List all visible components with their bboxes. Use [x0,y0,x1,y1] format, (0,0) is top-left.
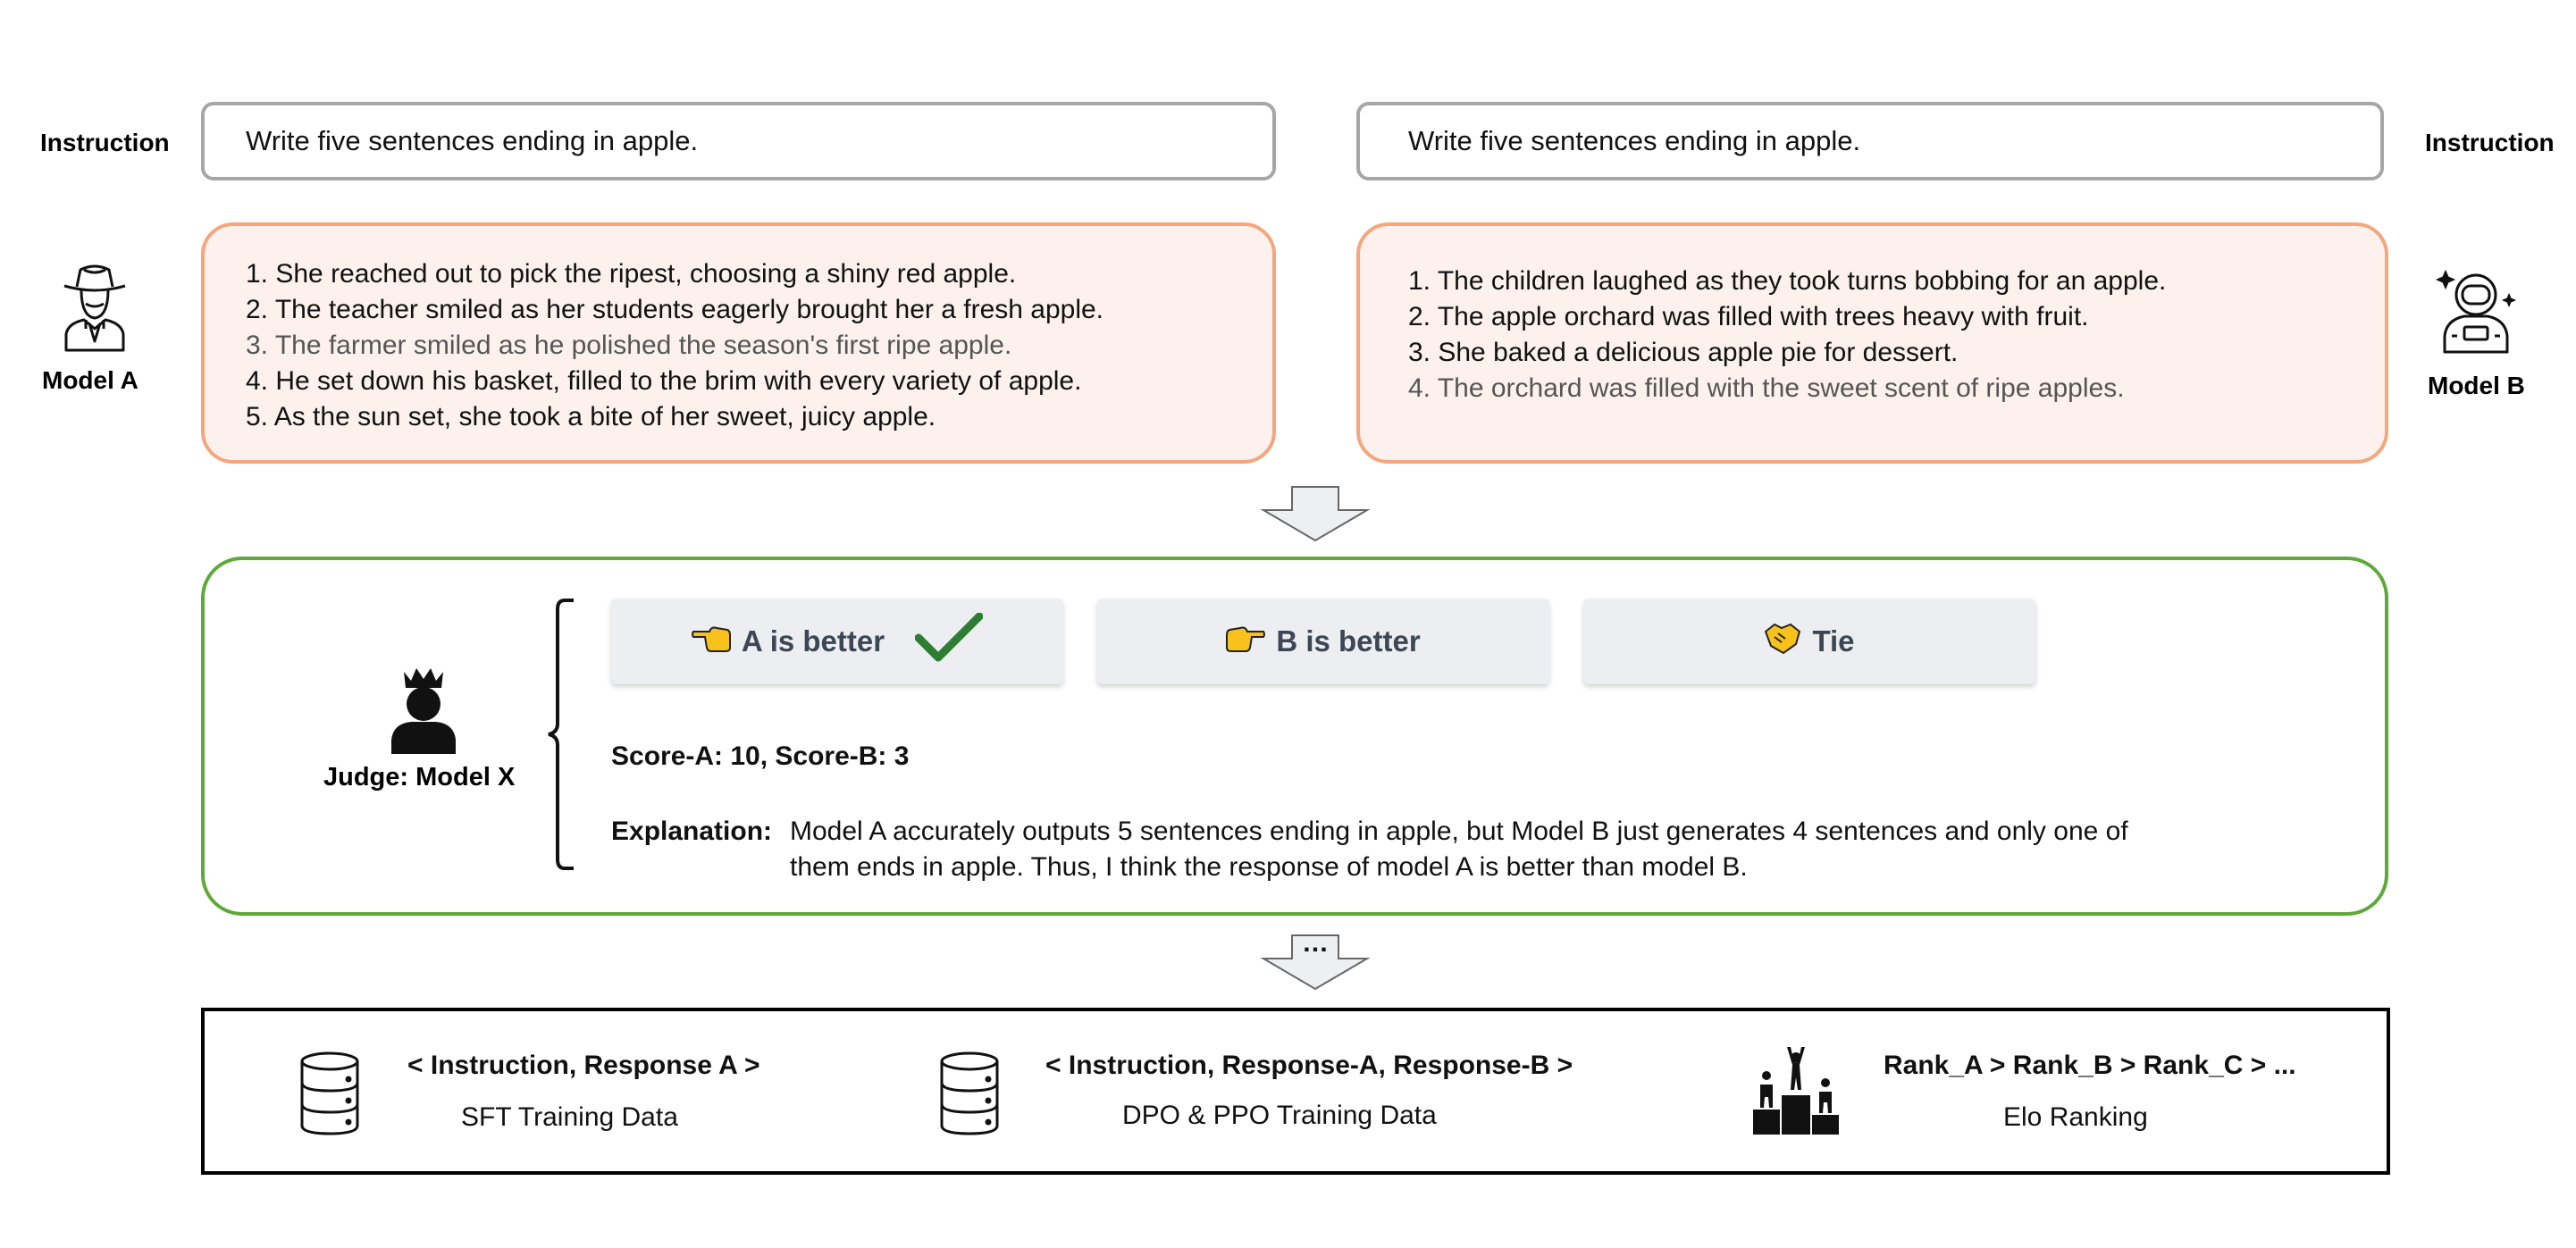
model-a-label: Model A [42,366,138,394]
model-a-response-4: 4. He set down his basket, filled to the… [246,366,1082,396]
model-b-response-3: 3. She baked a delicious apple pie for d… [1408,338,1959,367]
instruction-text-b: Write five sentences ending in apple. [1408,125,1861,156]
instruction-text-a: Write five sentences ending in apple. [246,125,699,156]
a-is-better-label: A is better [741,624,885,658]
model-a-response-1: 1. She reached out to pick the ripest, c… [246,259,1017,289]
outputs-panel [201,1008,2390,1175]
model-b-response-box: 1. The children laughed as they took tur… [1356,222,2388,464]
score-text: Score-A: 10, Score-B: 3 [611,741,910,771]
down-arrow-ellipsis: … [1260,928,1371,991]
model-a-response-3: 3. The farmer smiled as he polished the … [246,331,1012,360]
curly-brace [547,599,583,875]
podium-ranking-icon [1751,1045,1841,1139]
explanation-line-1: Model A accurately outputs 5 sentences e… [790,817,2128,846]
instruction-box-a: Write five sentences ending in apple. [201,102,1276,180]
handshake-icon [1764,621,1801,662]
instruction-box-b: Write five sentences ending in apple. [1356,102,2384,180]
model-a-response-2: 2. The teacher smiled as her students ea… [246,295,1104,324]
sft-title: < Instruction, Response A > [407,1051,760,1080]
model-a-response-box: 1. She reached out to pick the ripest, c… [201,222,1276,464]
explanation-label: Explanation: [611,817,773,846]
elo-title: Rank_A > Rank_B > Rank_C > ... [1884,1051,2296,1080]
down-arrow-icon [1260,934,1371,991]
model-a-response-5: 5. As the sun set, she took a bite of he… [246,402,936,431]
b-is-better-button[interactable]: B is better [1097,599,1549,684]
checkmark-icon [914,612,984,670]
judge-label: Judge: Model X [323,763,516,792]
b-is-better-label: B is better [1276,624,1421,658]
model-b-response-4: 4. The orchard was filled with the sweet… [1408,373,2125,403]
model-b-response-1: 1. The children laughed as they took tur… [1408,266,2167,296]
astronaut-avatar-icon [2434,264,2518,358]
model-b-response-2: 2. The apple orchard was filled with tre… [1408,302,2089,331]
explanation-line-2: them ends in apple. Thus, I think the re… [790,852,1748,882]
dpo-label: DPO & PPO Training Data [1122,1101,1437,1130]
database-icon [938,1051,1001,1141]
tie-button[interactable]: Tie [1583,599,2035,684]
crowned-judge-icon [386,665,461,758]
instruction-label-left: Instruction [40,129,170,156]
tie-label: Tie [1812,624,1855,658]
cowboy-avatar-icon [59,259,130,356]
ellipsis-text: … [1302,928,1329,958]
pointing-right-hand-icon [1226,623,1266,660]
down-arrow-icon [1260,485,1371,547]
elo-label: Elo Ranking [2003,1102,2148,1132]
dpo-title: < Instruction, Response-A, Response-B > [1045,1051,1573,1080]
pointing-left-hand-icon [691,623,731,660]
instruction-label-right: Instruction [2425,129,2555,156]
model-b-label: Model B [2428,372,2525,399]
a-is-better-button[interactable]: A is better [611,599,1063,684]
database-icon [298,1051,361,1141]
sft-label: SFT Training Data [461,1102,678,1132]
